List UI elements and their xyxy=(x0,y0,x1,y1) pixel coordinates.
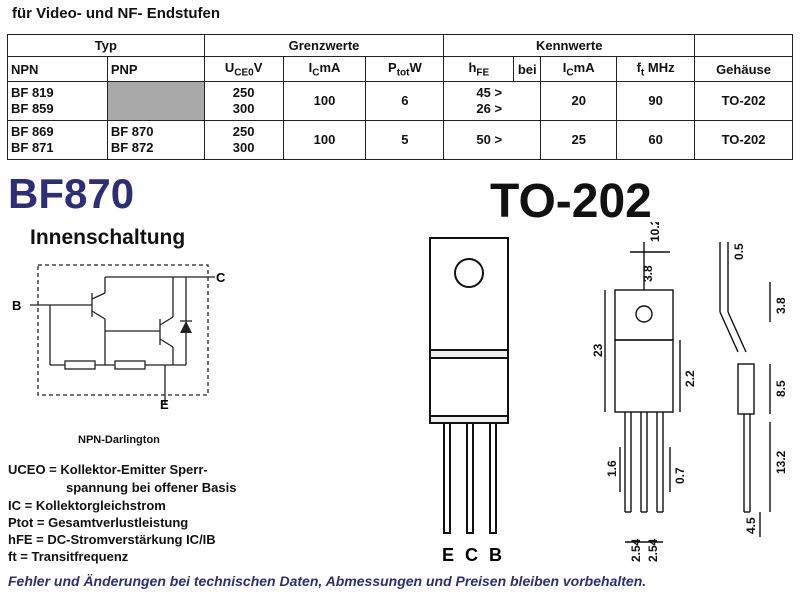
group-blank xyxy=(694,34,793,57)
cell-ic: 100 xyxy=(282,120,367,160)
cell-ft: 90 xyxy=(616,81,696,121)
dim-3-8: 3.8 xyxy=(641,265,655,282)
part-title: BF870 xyxy=(8,170,135,217)
schematic-label-b: B xyxy=(12,298,21,313)
glossary-line: hFE = DC-Stromverstärkung IC/IB xyxy=(8,532,216,547)
col-npn: NPN xyxy=(7,56,108,82)
dim-8-5: 8.5 xyxy=(774,380,788,397)
cell-ptot: 5 xyxy=(365,120,445,160)
cell-hfe: 50 > xyxy=(443,120,542,160)
dim-0-7: 0.7 xyxy=(673,467,687,484)
table-header-row: NPN PNP UCE0V ICmA PtotW hFE bei ICmA ft… xyxy=(7,56,793,82)
dim-10-2: 10.2 xyxy=(648,222,662,242)
pin-label-b: B xyxy=(489,545,502,565)
cell-case: TO-202 xyxy=(694,81,793,121)
glossary-line: ft = Transitfrequenz xyxy=(8,549,129,564)
dim-13-2: 13.2 xyxy=(774,450,788,474)
dim-4-5: 4.5 xyxy=(744,517,758,534)
schematic-label-c: C xyxy=(216,270,226,285)
dim-0-5: 0.5 xyxy=(732,243,746,260)
table-group-header-row: Typ Grenzwerte Kennwerte xyxy=(7,34,793,57)
glossary-line: spannung bei offener Basis xyxy=(66,480,237,495)
col-ic2: ICmA xyxy=(540,56,618,82)
cell-ptot: 6 xyxy=(365,81,445,121)
section-header: für Video- und NF- Endstufen xyxy=(12,5,221,22)
glossary-line: Ptot = Gesamtverlustleistung xyxy=(8,515,189,530)
col-bei: bei xyxy=(513,56,542,82)
col-case: Gehäuse xyxy=(694,56,793,82)
package-title: TO-202 xyxy=(490,175,652,228)
cell-ft: 60 xyxy=(616,120,696,160)
pin-label-e: E xyxy=(442,545,454,565)
col-ptot: PtotW xyxy=(365,56,445,82)
group-typ: Typ xyxy=(7,34,205,57)
footer-disclaimer: Fehler und Änderungen bei technischen Da… xyxy=(8,573,647,589)
dim-23: 23 xyxy=(591,343,605,357)
dim-2-2: 2.2 xyxy=(683,370,697,387)
inner-circuit-title: Innenschaltung xyxy=(30,226,186,249)
dim-2-54-a: 2.54 xyxy=(629,538,643,562)
package-front-view: E C B xyxy=(429,237,509,565)
dim-1-6: 1.6 xyxy=(605,460,619,477)
glossary-line: UCEO = Kollektor-Emitter Sperr- xyxy=(8,462,208,477)
spec-table: Typ Grenzwerte Kennwerte NPN PNP UCE0V I… xyxy=(7,34,793,160)
dim-2-54-b: 2.54 xyxy=(646,538,660,562)
group-kennwerte: Kennwerte xyxy=(443,34,696,57)
cell-ic2: 20 xyxy=(540,81,618,121)
darlington-schematic: B C E xyxy=(12,264,226,412)
col-ic: ICmA xyxy=(282,56,367,82)
col-ft: ft MHz xyxy=(616,56,696,82)
schematic-label-e: E xyxy=(160,397,169,412)
col-pnp: PNP xyxy=(106,56,205,82)
cell-ic: 100 xyxy=(282,81,367,121)
group-grenzwerte: Grenzwerte xyxy=(203,34,445,57)
schematic-caption: NPN-Darlington xyxy=(78,434,160,446)
cell-case: TO-202 xyxy=(694,120,793,160)
col-uceo: UCE0V xyxy=(203,56,284,82)
pin-label-c: C xyxy=(465,545,478,565)
glossary-line: IC = Kollektorgleichstrom xyxy=(8,498,166,513)
col-hfe: hFE xyxy=(443,56,515,82)
cell-pnp-empty xyxy=(106,81,205,121)
dim-3-8-side: 3.8 xyxy=(774,297,788,314)
package-dimension-drawing: 10.2 3.8 23 2.2 1.6 0.7 2.54 2.54 0.5 3.… xyxy=(591,222,788,562)
cell-ic2: 25 xyxy=(540,120,618,160)
diode-symbol xyxy=(180,321,192,333)
cell-hfe: 45 >26 > xyxy=(443,81,542,121)
